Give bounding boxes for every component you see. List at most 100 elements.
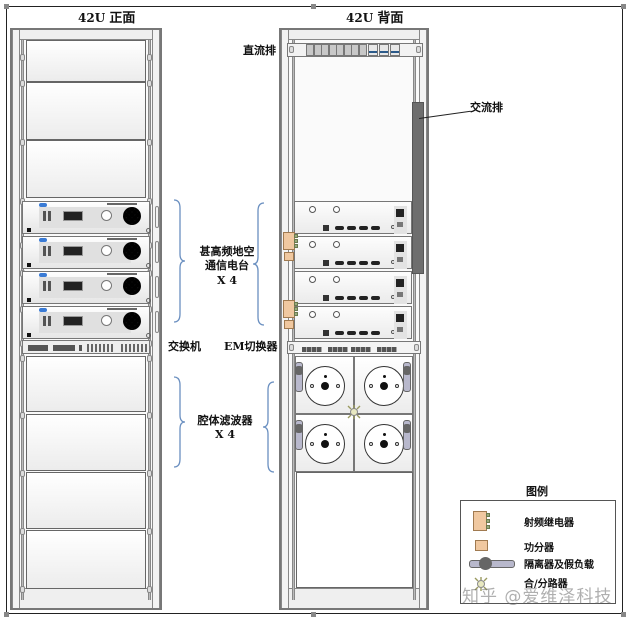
port-icon [359, 296, 368, 300]
port-icon [335, 331, 344, 335]
radio-annotation-line2: 通信电台 [205, 259, 249, 273]
dc-breaker[interactable] [379, 44, 389, 56]
volume-knob-icon[interactable] [101, 315, 112, 326]
isolator-dummy-load-icon [469, 560, 515, 568]
brace-left-filter [173, 376, 186, 468]
radio-front-face [39, 207, 131, 228]
em-port-group[interactable] [328, 347, 348, 352]
power-switch-icon[interactable] [396, 279, 404, 287]
rj45-port-icon [99, 344, 101, 352]
em-port-group[interactable] [302, 347, 322, 352]
relay-port-icon [486, 525, 490, 529]
radio-model-label [107, 273, 137, 275]
blank-panel [26, 40, 146, 82]
selection-handle [4, 4, 9, 9]
rack-rail [12, 30, 20, 608]
relay-port-icon [294, 312, 298, 316]
blank-panel [26, 140, 146, 198]
rack-top [20, 30, 152, 40]
rj45-port-icon [137, 344, 139, 352]
vhf-radio-unit [22, 306, 159, 339]
radio-display [63, 211, 83, 221]
fuse-icon [397, 292, 403, 297]
volume-knob-icon[interactable] [101, 245, 112, 256]
radio-logo-icon [39, 273, 47, 277]
em-port-group[interactable] [377, 347, 397, 352]
rj45-port-icon [91, 344, 93, 352]
volume-knob-icon[interactable] [101, 210, 112, 221]
keypad-icon [43, 211, 51, 221]
rack-screw-icon [147, 139, 152, 146]
power-switch-icon[interactable] [396, 244, 404, 252]
selection-handle [311, 4, 316, 9]
legend-box: 射频继电器 功分器 隔离器及假负载 合/分路器 [460, 500, 616, 604]
volume-knob-icon[interactable] [101, 280, 112, 291]
rack-screw-icon [147, 412, 152, 419]
legend-label: 隔离器及假负载 [524, 560, 594, 571]
dc-breaker[interactable] [390, 44, 400, 56]
rj45-port-icon [121, 344, 123, 352]
radio-front-face [39, 312, 131, 333]
rack-screw-icon [147, 528, 152, 535]
rj45-port-icon [133, 344, 135, 352]
switch-port-group [79, 345, 82, 351]
bracket-screw-icon [414, 344, 419, 351]
em-port-group[interactable] [351, 347, 371, 352]
power-splitter-icon [284, 252, 294, 261]
rear-rack-title: 42U 背面 [346, 11, 404, 26]
filter-disc [364, 366, 404, 406]
rack-screw-icon [147, 355, 152, 362]
dc-breaker[interactable] [368, 44, 378, 56]
rack-screw-icon [20, 412, 25, 419]
selection-handle [621, 612, 626, 617]
radio-model-label [107, 203, 137, 205]
port-icon [359, 261, 368, 265]
radio-annotation-line1: 甚高频地空 [199, 245, 255, 258]
rack-screw-icon [20, 355, 25, 362]
rack-screw-icon [147, 470, 152, 477]
port-icon [335, 296, 344, 300]
power-switch-icon[interactable] [396, 314, 404, 322]
radio-logo-icon [39, 203, 47, 207]
selection-handle [621, 4, 626, 9]
em-switch-label: EM切换器 [224, 340, 278, 353]
isolator-dummy-load-icon [403, 420, 411, 450]
radio-display [63, 246, 83, 256]
vhf-radio-unit [22, 271, 159, 304]
dc-breaker[interactable] [358, 44, 367, 56]
rf-connector-icon [333, 206, 340, 213]
tuning-screw-icon [382, 375, 386, 378]
radio-display [63, 316, 83, 326]
rack-rail [419, 30, 427, 608]
blank-panel [26, 530, 146, 589]
radio-front-face [39, 242, 131, 263]
rack-handle-icon [155, 206, 159, 228]
rf-connector-icon [333, 241, 340, 248]
isolator-dummy-load-icon [403, 362, 411, 392]
radio-annotation: 甚高频地空 通信电台 X 4 [194, 245, 260, 288]
port-icon [323, 330, 329, 336]
dc-bar-label: 直流排 [243, 44, 276, 57]
ac-bar-label: 交流排 [470, 101, 503, 114]
isolator-dummy-load-icon [295, 420, 303, 450]
rj45-port-icon [129, 344, 131, 352]
fan-grille-icon [123, 277, 141, 295]
combiner-icon [347, 405, 361, 419]
port-icon [323, 295, 329, 301]
blank-panel [26, 414, 146, 471]
port-icon [371, 226, 380, 230]
power-switch-icon[interactable] [396, 209, 404, 217]
filter-disc [364, 424, 404, 464]
status-led-icon [146, 263, 151, 268]
isolator-dummy-load-icon [295, 362, 303, 392]
switch-port-group [28, 345, 48, 351]
port-icon [347, 296, 356, 300]
tuning-screw-icon [323, 375, 327, 378]
rj45-port-icon [145, 344, 147, 352]
fan-grille-icon [123, 312, 141, 330]
front-rack-title: 42U 正面 [78, 11, 136, 26]
fan-grille-icon [123, 242, 141, 260]
rf-connector-icon [309, 311, 316, 318]
inner-rail [413, 40, 416, 600]
radio-logo-icon [39, 238, 47, 242]
